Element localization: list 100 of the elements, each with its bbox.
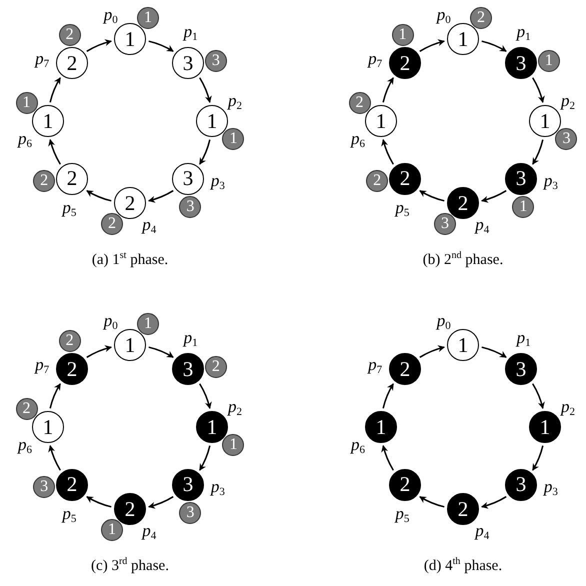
- process-circle: [365, 411, 397, 443]
- process-label: p$_{3}$: [210, 172, 225, 192]
- token-circle: [222, 434, 244, 456]
- node-value: 2: [400, 474, 410, 496]
- node-value: 1: [144, 316, 152, 332]
- process-label: p$_{6}$: [18, 436, 32, 456]
- process-label: p$_{5}$: [62, 198, 76, 219]
- arrow: [532, 446, 544, 471]
- process-label: p$_{2}$: [228, 92, 242, 112]
- process-circle: [32, 105, 64, 137]
- node-value: 2: [212, 358, 220, 375]
- arrow: [381, 139, 394, 165]
- process-circle: [504, 47, 537, 80]
- process-label: p$_{1}$: [516, 329, 531, 350]
- token-circle: [16, 398, 38, 420]
- node-value: 1: [124, 334, 136, 356]
- node-value: 2: [476, 10, 485, 26]
- node-value: 2: [400, 52, 410, 74]
- node-value: 1: [42, 416, 54, 438]
- token-circle: [58, 24, 81, 46]
- process-circle: [529, 105, 561, 137]
- process-label: p$_{4}$: [142, 522, 156, 542]
- token-circle: [101, 213, 123, 236]
- node-value: 1: [540, 416, 550, 438]
- node-value: 1: [229, 436, 238, 453]
- node-value: 2: [66, 358, 78, 380]
- node-value: 2: [66, 52, 78, 74]
- process-circle: [114, 329, 146, 361]
- process-label: p$_{5}$: [395, 198, 410, 219]
- node-value: 1: [124, 28, 136, 50]
- process-label: p$_{3}$: [210, 478, 225, 498]
- arrow: [482, 346, 507, 358]
- node-value: 2: [66, 333, 74, 350]
- node-value: 2: [400, 168, 410, 190]
- process-label: p$_{2}$: [560, 92, 575, 112]
- arrow: [382, 77, 394, 102]
- process-label: p$_{3}$: [544, 478, 558, 498]
- process-circle: [56, 353, 88, 386]
- arrow: [199, 140, 211, 165]
- process-label: p$_{7}$: [35, 356, 50, 376]
- process-circle: [389, 47, 422, 80]
- token-circle: [33, 476, 56, 498]
- node-value: 3: [40, 479, 48, 496]
- node-value: 1: [398, 27, 407, 44]
- process-label: p$_{0}$: [104, 6, 118, 26]
- arrow: [148, 496, 174, 509]
- arrow: [86, 190, 112, 202]
- token-circle: [179, 196, 202, 218]
- process-circle: [529, 411, 561, 443]
- token-circle: [136, 6, 159, 29]
- process-circle: [196, 105, 228, 137]
- node-value: 2: [40, 173, 48, 190]
- process-label: p$_{4}$: [142, 216, 156, 236]
- arrow: [148, 40, 174, 52]
- process-circle: [389, 162, 422, 195]
- node-value: 2: [400, 358, 410, 380]
- node-value: 3: [186, 504, 194, 521]
- process-circle: [365, 105, 397, 137]
- arrow: [86, 496, 112, 508]
- process-label: p$_{1}$: [184, 329, 198, 350]
- node-value: 1: [519, 198, 528, 215]
- node-value: 2: [124, 192, 136, 214]
- node-value: 2: [356, 95, 364, 111]
- node-value: 1: [206, 416, 218, 438]
- process-circle: [447, 23, 479, 55]
- node-value: 1: [540, 110, 550, 132]
- arrow: [532, 77, 545, 103]
- process-label: p$_{0}$: [104, 312, 118, 332]
- arrow: [381, 445, 394, 471]
- arrow: [482, 40, 507, 52]
- token-circle: [538, 50, 560, 72]
- node-value: 3: [516, 168, 526, 190]
- token-circle: [204, 50, 227, 72]
- node-value: 3: [182, 52, 194, 74]
- token-circle: [222, 128, 244, 150]
- process-label: p$_{5}$: [62, 504, 76, 525]
- node-value: 3: [186, 198, 194, 215]
- arrow: [49, 77, 61, 102]
- caption: (a) 1$^{st}$ phase.: [92, 250, 168, 269]
- process-label: p$_{7}$: [368, 50, 382, 70]
- token-circle: [136, 312, 159, 335]
- token-circle: [555, 128, 578, 150]
- arrow: [86, 345, 112, 358]
- process-circle: [172, 353, 204, 386]
- process-label: p$_{0}$: [436, 6, 451, 26]
- process-label: p$_{6}$: [18, 130, 32, 150]
- process-circle: [32, 411, 64, 443]
- process-label: p$_{4}$: [475, 522, 490, 542]
- process-label: p$_{7}$: [35, 50, 50, 70]
- process-label: p$_{1}$: [516, 23, 531, 44]
- arrow: [199, 446, 211, 471]
- node-value: 3: [182, 168, 194, 190]
- arrow: [48, 139, 61, 165]
- arrow: [382, 383, 394, 408]
- process-label: p$_{7}$: [368, 356, 382, 376]
- node-value: 3: [516, 52, 526, 74]
- token-circle: [366, 170, 388, 192]
- token-circle: [16, 92, 38, 114]
- process-circle: [504, 162, 537, 195]
- node-value: 2: [458, 192, 468, 214]
